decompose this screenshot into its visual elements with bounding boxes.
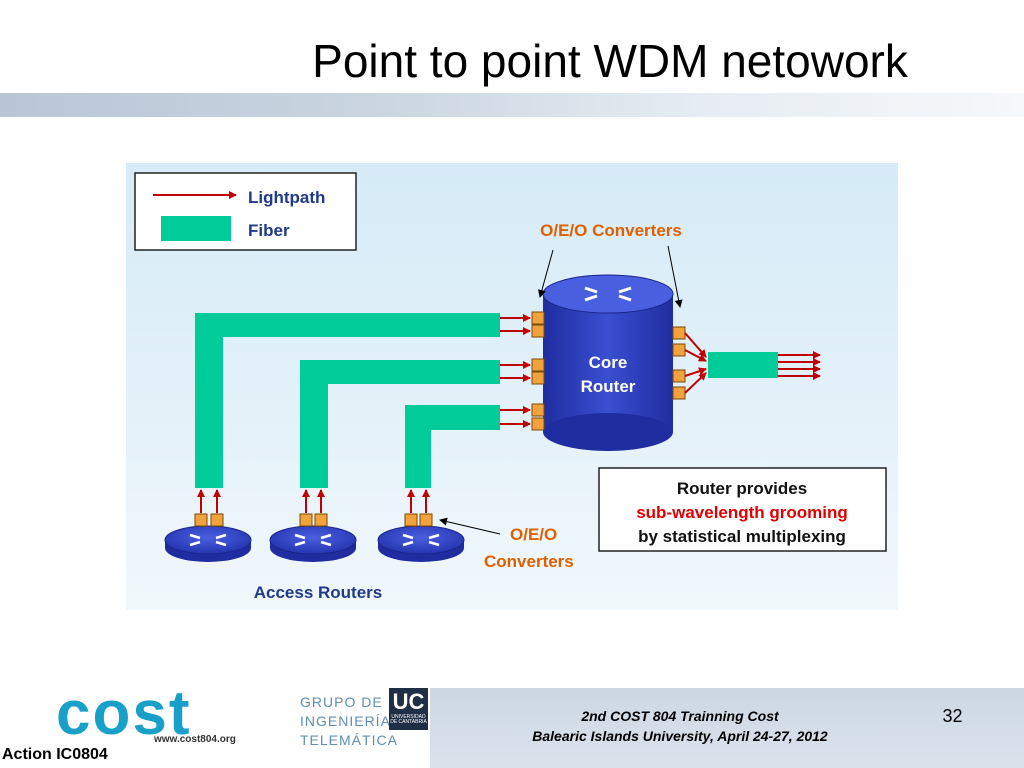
slide-title: Point to point WDM netowork (312, 35, 908, 87)
lightpath-arrows-out (778, 351, 821, 380)
uc-sub-1: UNIVERSIDAD (391, 714, 426, 720)
access-converters-label-2: Converters (484, 552, 574, 571)
core-router: Core Router (542, 274, 674, 451)
cost-logo-text: cost (56, 679, 192, 748)
fiber-legend-swatch (161, 216, 231, 241)
core-input-converters (531, 311, 545, 431)
access-router-3 (377, 525, 465, 562)
top-converters-label: O/E/O Converters (540, 221, 682, 240)
converter-pointer-right (667, 245, 683, 308)
grupo-line-3: TELEMÁTICA (300, 732, 398, 748)
title-underline-bar (0, 93, 1024, 117)
uc-logo-letters: UC (392, 689, 425, 714)
footer-text: 2nd COST 804 Trainning Cost Balearic Isl… (430, 706, 930, 746)
page-number: 32 (942, 706, 963, 726)
action-label: Action IC0804 (2, 746, 108, 763)
router-arrows-icon (402, 533, 440, 547)
grupo-line-2: INGENIERÍA (300, 713, 391, 729)
core-router-label-2: Router (581, 377, 636, 396)
uc-logo-subtitle: UNIVERSIDAD DE CANTABRIA (389, 715, 428, 725)
fiber-2 (300, 360, 500, 488)
footer-line-1: 2nd COST 804 Trainning Cost (581, 708, 779, 724)
access-converter-pointer (439, 517, 501, 535)
converter-pointer-left (538, 249, 554, 298)
router-arrows-icon (294, 533, 332, 547)
callout-line-2: sub-wavelength grooming (636, 503, 848, 522)
access-routers-label: Access Routers (254, 583, 383, 602)
grupo-line-1: GRUPO DE (300, 694, 383, 710)
lightpath-legend-label: Lightpath (248, 188, 325, 207)
router-arrows-icon (584, 286, 632, 302)
fiber-legend-label: Fiber (248, 221, 290, 240)
footer-line-2: Balearic Islands University, April 24-27… (532, 728, 828, 744)
access-converters-label-1: O/E/O (510, 525, 557, 544)
logo-area (0, 685, 430, 768)
fiber-3 (405, 405, 500, 488)
footer-band (430, 688, 1024, 768)
router-arrows-icon (189, 533, 227, 547)
uc-sub-2: DE CANTABRIA (390, 719, 427, 725)
lightpath-arrows-in (500, 314, 531, 428)
core-router-label-1: Core (589, 353, 628, 372)
access-router-1 (164, 525, 252, 562)
lightpath-arrows-merge (684, 332, 707, 394)
grooming-callout: Router provides sub-wavelength grooming … (598, 467, 887, 552)
uc-logo (389, 688, 428, 730)
callout-line-1: Router provides (677, 479, 807, 498)
access-router-2 (269, 525, 357, 562)
access-converters (194, 513, 433, 527)
fiber-out (708, 352, 778, 378)
cost-url: www.cost804.org (154, 734, 236, 745)
access-lightpath-arrows (197, 489, 430, 513)
legend-box: Lightpath Fiber (134, 172, 357, 251)
fiber-1 (195, 313, 500, 488)
grupo-logo-text: GRUPO DE INGENIERÍA TELEMÁTICA (300, 693, 398, 750)
core-output-converters (672, 326, 686, 400)
callout-line-3: by statistical multiplexing (638, 527, 846, 546)
